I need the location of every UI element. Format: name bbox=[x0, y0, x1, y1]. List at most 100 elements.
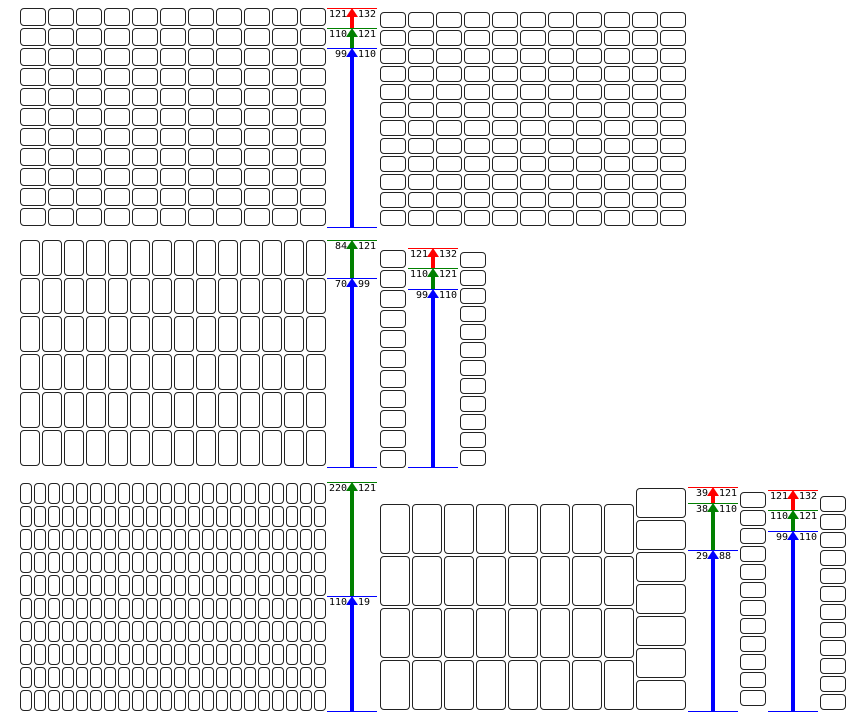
tile bbox=[244, 598, 256, 619]
tile bbox=[492, 30, 518, 46]
tile bbox=[284, 392, 304, 428]
tile bbox=[216, 168, 242, 186]
tile bbox=[132, 690, 144, 711]
tile bbox=[286, 667, 298, 688]
tile bbox=[132, 128, 158, 146]
arrow-right-label: 121 bbox=[439, 269, 458, 280]
tile bbox=[160, 552, 172, 573]
tile bbox=[380, 12, 406, 28]
tile bbox=[576, 48, 602, 64]
tile bbox=[576, 174, 602, 190]
tile bbox=[314, 483, 326, 504]
tile bbox=[604, 608, 634, 658]
tile bbox=[174, 552, 186, 573]
tile bbox=[520, 48, 546, 64]
tile bbox=[76, 598, 88, 619]
tile bbox=[408, 48, 434, 64]
tile bbox=[118, 506, 130, 527]
tile bbox=[152, 240, 172, 276]
tile bbox=[48, 644, 60, 665]
tile bbox=[408, 84, 434, 100]
tile bbox=[160, 208, 186, 226]
red-arrow-icon bbox=[707, 487, 719, 496]
tile bbox=[230, 529, 242, 550]
tile bbox=[160, 483, 172, 504]
tile bbox=[48, 68, 74, 86]
blue-arrow-shaft bbox=[431, 297, 435, 467]
tile bbox=[604, 156, 630, 172]
tile bbox=[244, 575, 256, 596]
arrow-right-label: 121 bbox=[719, 488, 738, 499]
tile bbox=[160, 68, 186, 86]
red-arrow-shaft bbox=[431, 256, 435, 268]
tile bbox=[820, 604, 846, 620]
tile bbox=[108, 430, 128, 466]
tile bbox=[160, 168, 186, 186]
tile bbox=[196, 430, 216, 466]
arrow-left-label: 99 bbox=[775, 532, 788, 543]
tile bbox=[436, 120, 462, 136]
tile bbox=[152, 354, 172, 390]
tile bbox=[464, 156, 490, 172]
tile bbox=[632, 174, 658, 190]
tile bbox=[62, 621, 74, 642]
tile bbox=[820, 514, 846, 530]
tile bbox=[20, 690, 32, 711]
tile bbox=[632, 156, 658, 172]
tile bbox=[520, 12, 546, 28]
tile bbox=[146, 690, 158, 711]
tile bbox=[300, 667, 312, 688]
tile bbox=[20, 168, 46, 186]
tile bbox=[188, 529, 200, 550]
tile bbox=[48, 598, 60, 619]
tile bbox=[300, 128, 326, 146]
tile bbox=[660, 102, 686, 118]
tile bbox=[464, 30, 490, 46]
tile bbox=[636, 520, 686, 550]
tile bbox=[660, 138, 686, 154]
tile bbox=[636, 488, 686, 518]
green-arrow-icon bbox=[346, 28, 358, 37]
tile bbox=[174, 354, 194, 390]
tile bbox=[20, 316, 40, 352]
tile bbox=[244, 529, 256, 550]
tile bbox=[132, 552, 144, 573]
tile bbox=[64, 354, 84, 390]
tile bbox=[740, 600, 766, 616]
tile bbox=[48, 48, 74, 66]
tile bbox=[64, 278, 84, 314]
tile bbox=[636, 616, 686, 646]
tile bbox=[48, 28, 74, 46]
tile bbox=[408, 156, 434, 172]
tile bbox=[188, 598, 200, 619]
tile bbox=[576, 66, 602, 82]
tile bbox=[62, 552, 74, 573]
tile bbox=[42, 278, 62, 314]
tile bbox=[740, 672, 766, 688]
tile bbox=[174, 621, 186, 642]
tile bbox=[272, 621, 284, 642]
tile bbox=[230, 552, 242, 573]
green-arrow-icon bbox=[346, 482, 358, 491]
red-arrow-shaft bbox=[791, 498, 795, 510]
tile bbox=[76, 8, 102, 26]
tile bbox=[460, 432, 486, 448]
tile bbox=[188, 483, 200, 504]
tile bbox=[218, 240, 238, 276]
tile bbox=[258, 575, 270, 596]
tile bbox=[740, 510, 766, 526]
tile bbox=[300, 690, 312, 711]
tile bbox=[130, 430, 150, 466]
tile bbox=[230, 667, 242, 688]
tile bbox=[216, 529, 228, 550]
tile bbox=[174, 667, 186, 688]
tile bbox=[300, 88, 326, 106]
tile bbox=[146, 598, 158, 619]
tile bbox=[90, 621, 102, 642]
tile bbox=[62, 529, 74, 550]
tile bbox=[632, 120, 658, 136]
tile bbox=[604, 138, 630, 154]
tile bbox=[436, 192, 462, 208]
tile bbox=[202, 667, 214, 688]
tile bbox=[636, 648, 686, 678]
